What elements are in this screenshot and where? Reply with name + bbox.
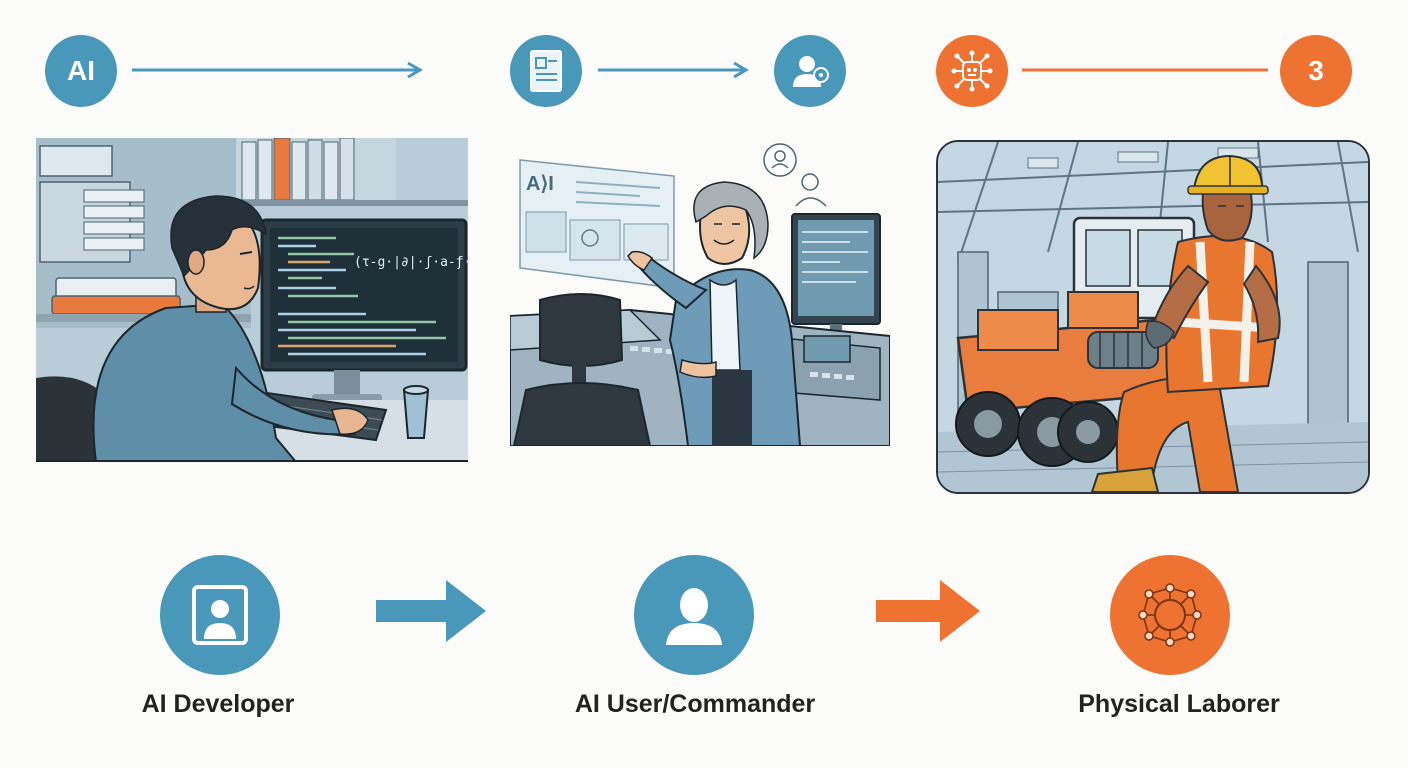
robot-network-icon [951, 50, 993, 92]
commander-screen-text: A⟩I [526, 173, 554, 195]
laborer-illustration [936, 140, 1370, 494]
developer-screen-text: (τ-g·|∂|·ʃ·a-ƒ·ƒ) [354, 255, 468, 270]
role-developer-circle [160, 555, 280, 675]
role-laborer-circle [1110, 555, 1230, 675]
portrait-icon [192, 585, 248, 645]
step-ai-label: AI [67, 55, 95, 86]
step-robot-circle [936, 35, 1008, 107]
top-line-3 [1022, 68, 1268, 72]
role-label-laborer: Physical Laborer [1078, 690, 1280, 718]
role-label-developer: AI Developer [141, 690, 295, 718]
user-chat-icon [793, 56, 829, 87]
top-arrow-1 [132, 61, 423, 79]
network-node-icon [1138, 583, 1202, 647]
role-arrow-2 [876, 580, 980, 642]
person-icon [666, 588, 722, 645]
document-icon [530, 50, 562, 92]
role-label-commander: AI User/Commander [574, 690, 816, 718]
developer-illustration: (τ-g·|∂|·ʃ·a-ƒ·ƒ) [36, 138, 468, 462]
step-3-label: 3 [1308, 55, 1324, 86]
top-arrow-2 [598, 61, 749, 79]
role-commander-circle [634, 555, 754, 675]
step-document-circle [510, 35, 582, 107]
role-arrow-1 [376, 580, 486, 642]
step-ai-circle: AI [45, 35, 117, 107]
step-3-circle: 3 [1280, 35, 1352, 107]
step-user-circle [774, 35, 846, 107]
commander-illustration: A⟩I [510, 140, 890, 446]
